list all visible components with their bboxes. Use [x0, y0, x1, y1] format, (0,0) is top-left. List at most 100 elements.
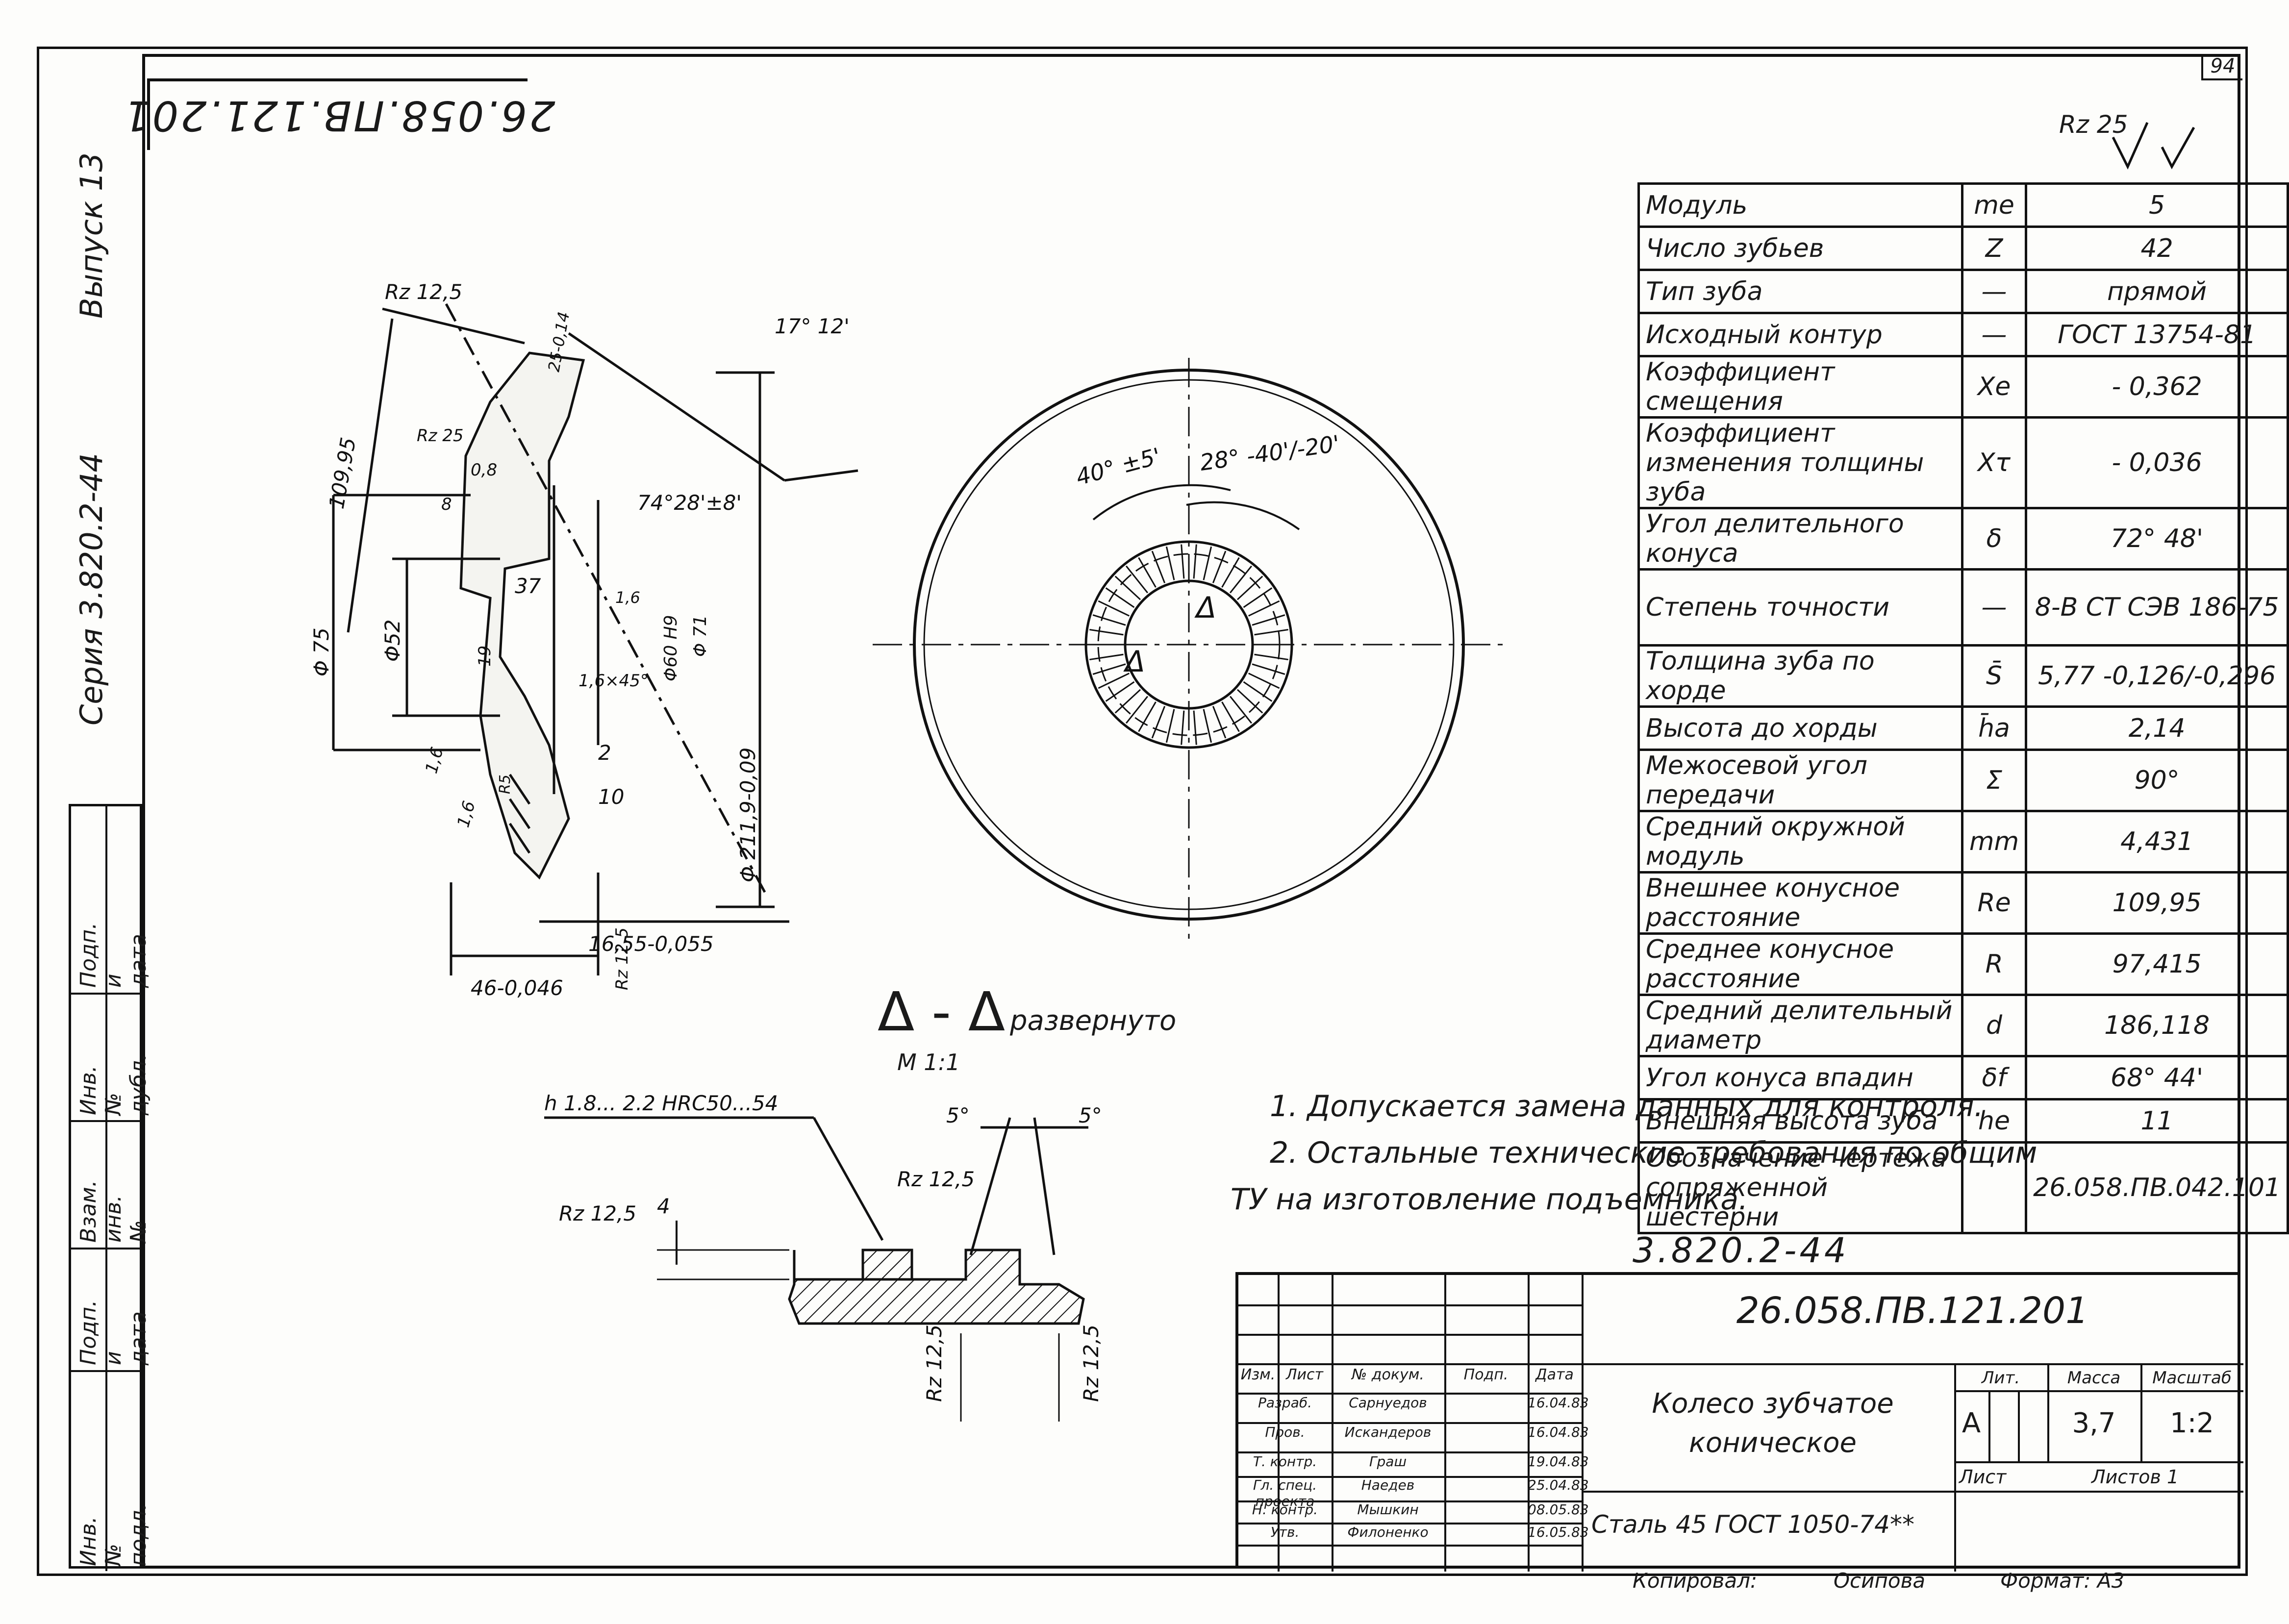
front-tooth-line	[1126, 565, 1149, 594]
tb-role: Гл. спец. проекта	[1253, 1477, 1317, 1509]
param-value: 42	[2025, 225, 2289, 271]
stamp-repl-inv: Взам. инв.№	[76, 1180, 151, 1243]
front-tooth-line	[1221, 701, 1240, 732]
tb-name-2: коническое	[1689, 1427, 1857, 1459]
front-tooth-line	[1114, 689, 1141, 714]
front-tooth-line	[1252, 614, 1285, 626]
param-name: Степень точности	[1637, 568, 1963, 647]
front-tooth-line	[1254, 628, 1288, 636]
tb-hdr-izm: Изм.	[1240, 1366, 1276, 1383]
front-tooth-line	[1248, 600, 1280, 617]
param-name: Средний окружной модуль	[1637, 810, 1963, 874]
front-tooth-line	[1229, 696, 1252, 724]
profile-rz-top: Rz 12,5	[385, 280, 462, 304]
front-tooth-line	[1092, 663, 1126, 675]
profile-dim-16c: 1,6	[453, 799, 479, 830]
tb-scale-label: Масштаб	[2152, 1368, 2232, 1388]
param-symbol: Σ	[1961, 749, 2028, 812]
param-value: 2,14	[2025, 705, 2289, 751]
tb-date: 19.04.83	[1528, 1453, 1589, 1470]
tb-person: Филоненко	[1347, 1524, 1429, 1540]
page-number: 94	[2201, 54, 2242, 80]
tb-lit-label: Лит.	[1981, 1368, 2020, 1388]
section-rz-left: Rz 12,5	[559, 1201, 636, 1225]
param-name: Внешняя высота зуба	[1637, 1098, 1963, 1144]
param-symbol: S̄	[1961, 644, 2028, 708]
param-row: Тип зуба—прямой	[1637, 269, 2289, 314]
front-tooth-line	[1248, 673, 1280, 689]
top-code-stamp: 26.058.ПВ.121.201	[122, 78, 555, 150]
param-value: - 0,362	[2025, 355, 2289, 419]
param-symbol: δ	[1961, 507, 2028, 571]
profile-rz25: Rz 25	[417, 426, 464, 446]
param-name: Средний делительный диаметр	[1637, 994, 1963, 1057]
note-3: ТУ на изготовление подъемника.	[1231, 1182, 1748, 1217]
profile-dim-60: Φ60 H9	[661, 615, 681, 681]
param-value: 26.058.ПВ.042.101	[2025, 1141, 2289, 1234]
tb-date: 16.04.83	[1528, 1395, 1589, 1411]
handwritten-code: 3.820.2-44	[1633, 1230, 1849, 1271]
tb-sheet-label: Лист	[1959, 1466, 2007, 1488]
section-angle-right: 5°	[1079, 1103, 1102, 1127]
front-tooth-line	[1126, 696, 1149, 724]
front-tooth-line	[1165, 546, 1175, 580]
section-harden: h 1.8... 2.2 HRC50...54	[544, 1091, 778, 1115]
front-tooth-line	[1193, 710, 1197, 745]
param-name: Межосевой угол передачи	[1637, 749, 1963, 812]
param-name: Среднее конусное расстояние	[1637, 932, 1963, 996]
tb-designation: 26.058.ПВ.121.201	[1736, 1290, 2089, 1332]
param-row: Степень точности—8-В СТ СЭВ 186-75	[1637, 568, 2289, 647]
tb-hdr-date: Дата	[1535, 1366, 1574, 1383]
profile-angle-top: 17° 12'	[775, 314, 850, 338]
section-rz-b2: Rz 12,5	[1079, 1324, 1103, 1402]
profile-dim-2: 2	[598, 741, 611, 765]
profile-dim-10: 10	[598, 785, 624, 809]
param-value: 97,415	[2025, 932, 2289, 996]
section-scale: M 1:1	[897, 1049, 960, 1075]
profile-dim-19: 19	[475, 646, 495, 667]
front-angle-2: 28° -40'/-20'	[1198, 430, 1341, 475]
front-tooth-line	[1221, 557, 1240, 588]
tb-name-1: Колесо зубчатое	[1652, 1388, 1894, 1420]
param-symbol: Re	[1961, 871, 2028, 935]
tb-material: Сталь 45 ГОСТ 1050-74**	[1591, 1510, 1914, 1539]
param-symbol: d	[1961, 994, 2028, 1057]
profile-angle-mid: 74°28'±8'	[637, 491, 742, 515]
tb-person: Сарнуедов	[1349, 1395, 1427, 1411]
front-tooth-line	[1114, 575, 1141, 600]
profile-dim-16a: 1,6	[615, 588, 640, 607]
param-symbol: Z	[1961, 225, 2028, 271]
param-name: Число зубьев	[1637, 225, 1963, 271]
front-tooth-line	[1165, 709, 1175, 743]
param-value: прямой	[2025, 269, 2289, 314]
gear-profile-section: Rz 12,5 17° 12' 109,95 25-0,14 Rz 25 0,8…	[309, 280, 858, 1000]
param-symbol: mm	[1961, 810, 2028, 874]
param-symbol: Xτ	[1961, 416, 2028, 509]
tb-hdr-doc: № докум.	[1352, 1366, 1424, 1383]
front-tooth-line	[1252, 663, 1285, 675]
issue-label: Выпуск 13	[74, 152, 109, 319]
param-symbol: δf	[1961, 1055, 2028, 1100]
profile-dim-8: 8	[441, 495, 452, 514]
front-tooth-line	[1243, 587, 1273, 608]
roughness-main-label: Rz 25	[2059, 110, 2128, 139]
front-tooth-line	[1243, 681, 1273, 702]
param-symbol: —	[1961, 269, 2028, 314]
section-depth: 4	[657, 1194, 670, 1218]
front-mark-2: Δ	[1123, 645, 1145, 679]
profile-rz-bottom: Rz 12,5	[612, 927, 632, 990]
front-tooth-line	[1151, 706, 1166, 739]
footer-format: Формат: А3	[2000, 1569, 2125, 1593]
front-tooth-line	[1181, 544, 1185, 579]
param-value: 90°	[2025, 749, 2289, 812]
front-tooth-line	[1236, 575, 1263, 600]
tb-role: Н. контр.	[1252, 1501, 1318, 1518]
